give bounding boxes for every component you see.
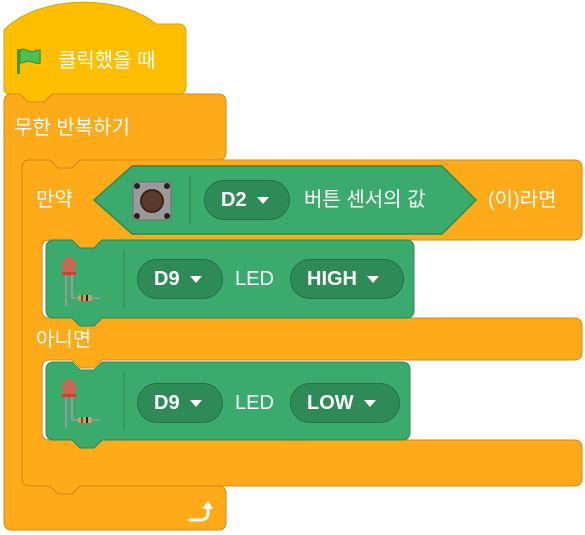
led-icon	[62, 257, 100, 306]
led-low-label: LED	[235, 392, 274, 414]
else-label: 아니면	[36, 329, 92, 351]
led-icon	[62, 379, 100, 428]
loop-arrow-icon	[188, 501, 213, 522]
led-high-label: LED	[235, 268, 274, 290]
chevron-down-icon	[189, 399, 202, 407]
chevron-down-icon	[367, 275, 379, 283]
if-else-block[interactable]	[21, 159, 583, 495]
led-low-pin-value: D9	[154, 391, 180, 414]
sensor-label: 버튼 센서의 값	[304, 189, 426, 211]
forever-label: 무한 반복하기	[14, 117, 130, 139]
push-button-icon	[132, 181, 172, 221]
green-flag-icon[interactable]	[14, 46, 44, 76]
when-flag-clicked-block[interactable]	[3, 1, 187, 103]
then-label: (이)라면	[488, 189, 557, 211]
led-low-state-value: LOW	[307, 391, 354, 414]
led-high-pin-value: D9	[154, 267, 180, 290]
sensor-pin-value: D2	[221, 188, 247, 211]
led-high-state-dropdown[interactable]: HIGH	[290, 259, 404, 299]
hat-label: 클릭했을 때	[58, 50, 156, 72]
chevron-down-icon	[189, 275, 202, 283]
if-label: 만약	[36, 189, 73, 211]
chevron-down-icon	[363, 399, 376, 407]
led-low-state-dropdown[interactable]: LOW	[290, 383, 400, 423]
chevron-down-icon	[256, 196, 269, 204]
led-high-pin-dropdown[interactable]: D9	[137, 259, 223, 299]
sensor-pin-dropdown[interactable]: D2	[204, 180, 290, 220]
led-high-state-value: HIGH	[307, 267, 357, 290]
led-low-pin-dropdown[interactable]: D9	[137, 383, 223, 423]
